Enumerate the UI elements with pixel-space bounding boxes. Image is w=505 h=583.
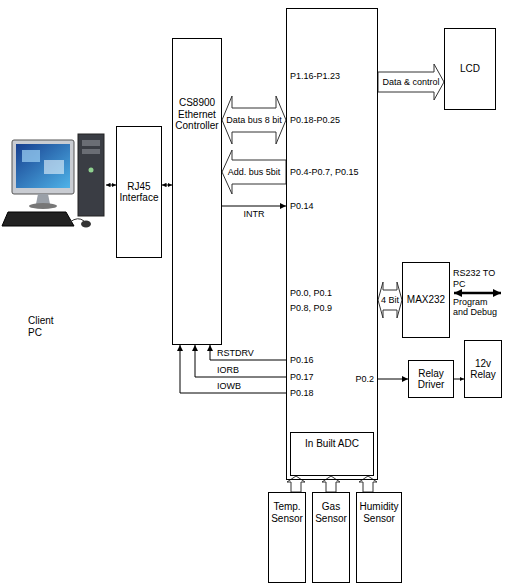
rs232-arrow [454, 292, 501, 295]
pin-label: P0.18 [290, 388, 314, 398]
node-text: RJ45 Interface [119, 181, 159, 204]
node-text: CS8900 Ethernet Controller [175, 97, 219, 132]
microcontroller-box: P1.16-P1.23P0.18-P0.25P0.4-P0.7, P0.15P0… [286, 8, 378, 480]
bus-label: Data & control [381, 77, 440, 87]
bus-arrow [222, 150, 286, 194]
bus-arrow [322, 476, 340, 492]
ethernet-controller-box: CS8900 Ethernet Controller [172, 38, 222, 345]
bus-arrow [359, 476, 377, 492]
signal-label: IORB [216, 365, 240, 375]
drive-bay [82, 140, 100, 146]
client-pc-illustration [2, 134, 104, 228]
monitor-base [29, 203, 57, 209]
adc-box: In Built ADC [290, 432, 374, 476]
bus-arrow [378, 64, 444, 100]
mouse-cord [70, 219, 84, 222]
keyboard [2, 212, 74, 226]
drive-bay [82, 149, 100, 154]
client-pc: Client PC [4, 132, 106, 342]
pc-tower [78, 134, 104, 216]
node-text: 12v Relay [467, 358, 499, 381]
pin-label: P0.8, P0.9 [290, 303, 332, 313]
bus-arrow [222, 96, 286, 144]
connector [222, 206, 286, 207]
node-text: LCD [460, 63, 480, 75]
pin-label: P0.16 [290, 355, 314, 365]
connector [378, 379, 408, 380]
pin-label: P0.17 [290, 372, 314, 382]
node-text: Temp. Sensor [270, 501, 304, 524]
sensor-box: Gas Sensor [312, 492, 350, 583]
mouse [81, 221, 91, 228]
rj45-interface-box: RJ45 Interface [116, 126, 162, 258]
power-button [89, 168, 94, 173]
connector [210, 345, 286, 360]
connector [106, 185, 116, 186]
node-text: In Built ADC [305, 438, 359, 450]
connector [454, 379, 464, 380]
bus-arrow [378, 282, 402, 318]
node-text: Client PC [28, 315, 64, 338]
note-label: Program and Debug [453, 297, 503, 318]
monitor [12, 140, 74, 194]
connector [162, 185, 172, 186]
pin-label: P0.14 [290, 201, 314, 211]
signal-label: INTR [243, 209, 266, 219]
screen-window [44, 160, 64, 174]
pin-label: P0.4-P0.7, P0.15 [290, 167, 359, 177]
lcd-box: LCD [444, 28, 496, 110]
bus-arrow [287, 476, 305, 492]
pin-label: P0.0, P0.1 [290, 288, 332, 298]
connector [195, 345, 286, 377]
screen-window [22, 150, 40, 162]
signal-label: RSTDRV [216, 348, 255, 358]
monitor-screen [16, 144, 70, 188]
relay-driver-box: Relay Driver [408, 360, 454, 398]
connector [180, 345, 286, 393]
bus-label: Data bus 8 bit [225, 115, 283, 125]
relay-box: 12v Relay [464, 340, 502, 398]
node-text: Relay Driver [411, 368, 451, 391]
signal-label: IOWB [216, 381, 242, 391]
sensor-box: Temp. Sensor [268, 492, 306, 583]
pin-label: P0.2 [355, 374, 374, 384]
bus-label: 4 Bit [380, 295, 400, 305]
monitor-stand [36, 194, 50, 204]
node-text: MAX232 [407, 294, 445, 306]
pin-label: P0.18-P0.25 [290, 115, 340, 125]
sensor-box: Humidity Sensor [356, 492, 402, 583]
bus-label: Add. bus 5bit [227, 167, 282, 177]
note-label: RS232 TO PC [453, 268, 503, 289]
pin-label: P1.16-P1.23 [290, 71, 340, 81]
node-text: Gas Sensor [314, 501, 348, 524]
node-text: Humidity Sensor [358, 501, 400, 524]
max232-box: MAX232 [402, 262, 450, 338]
